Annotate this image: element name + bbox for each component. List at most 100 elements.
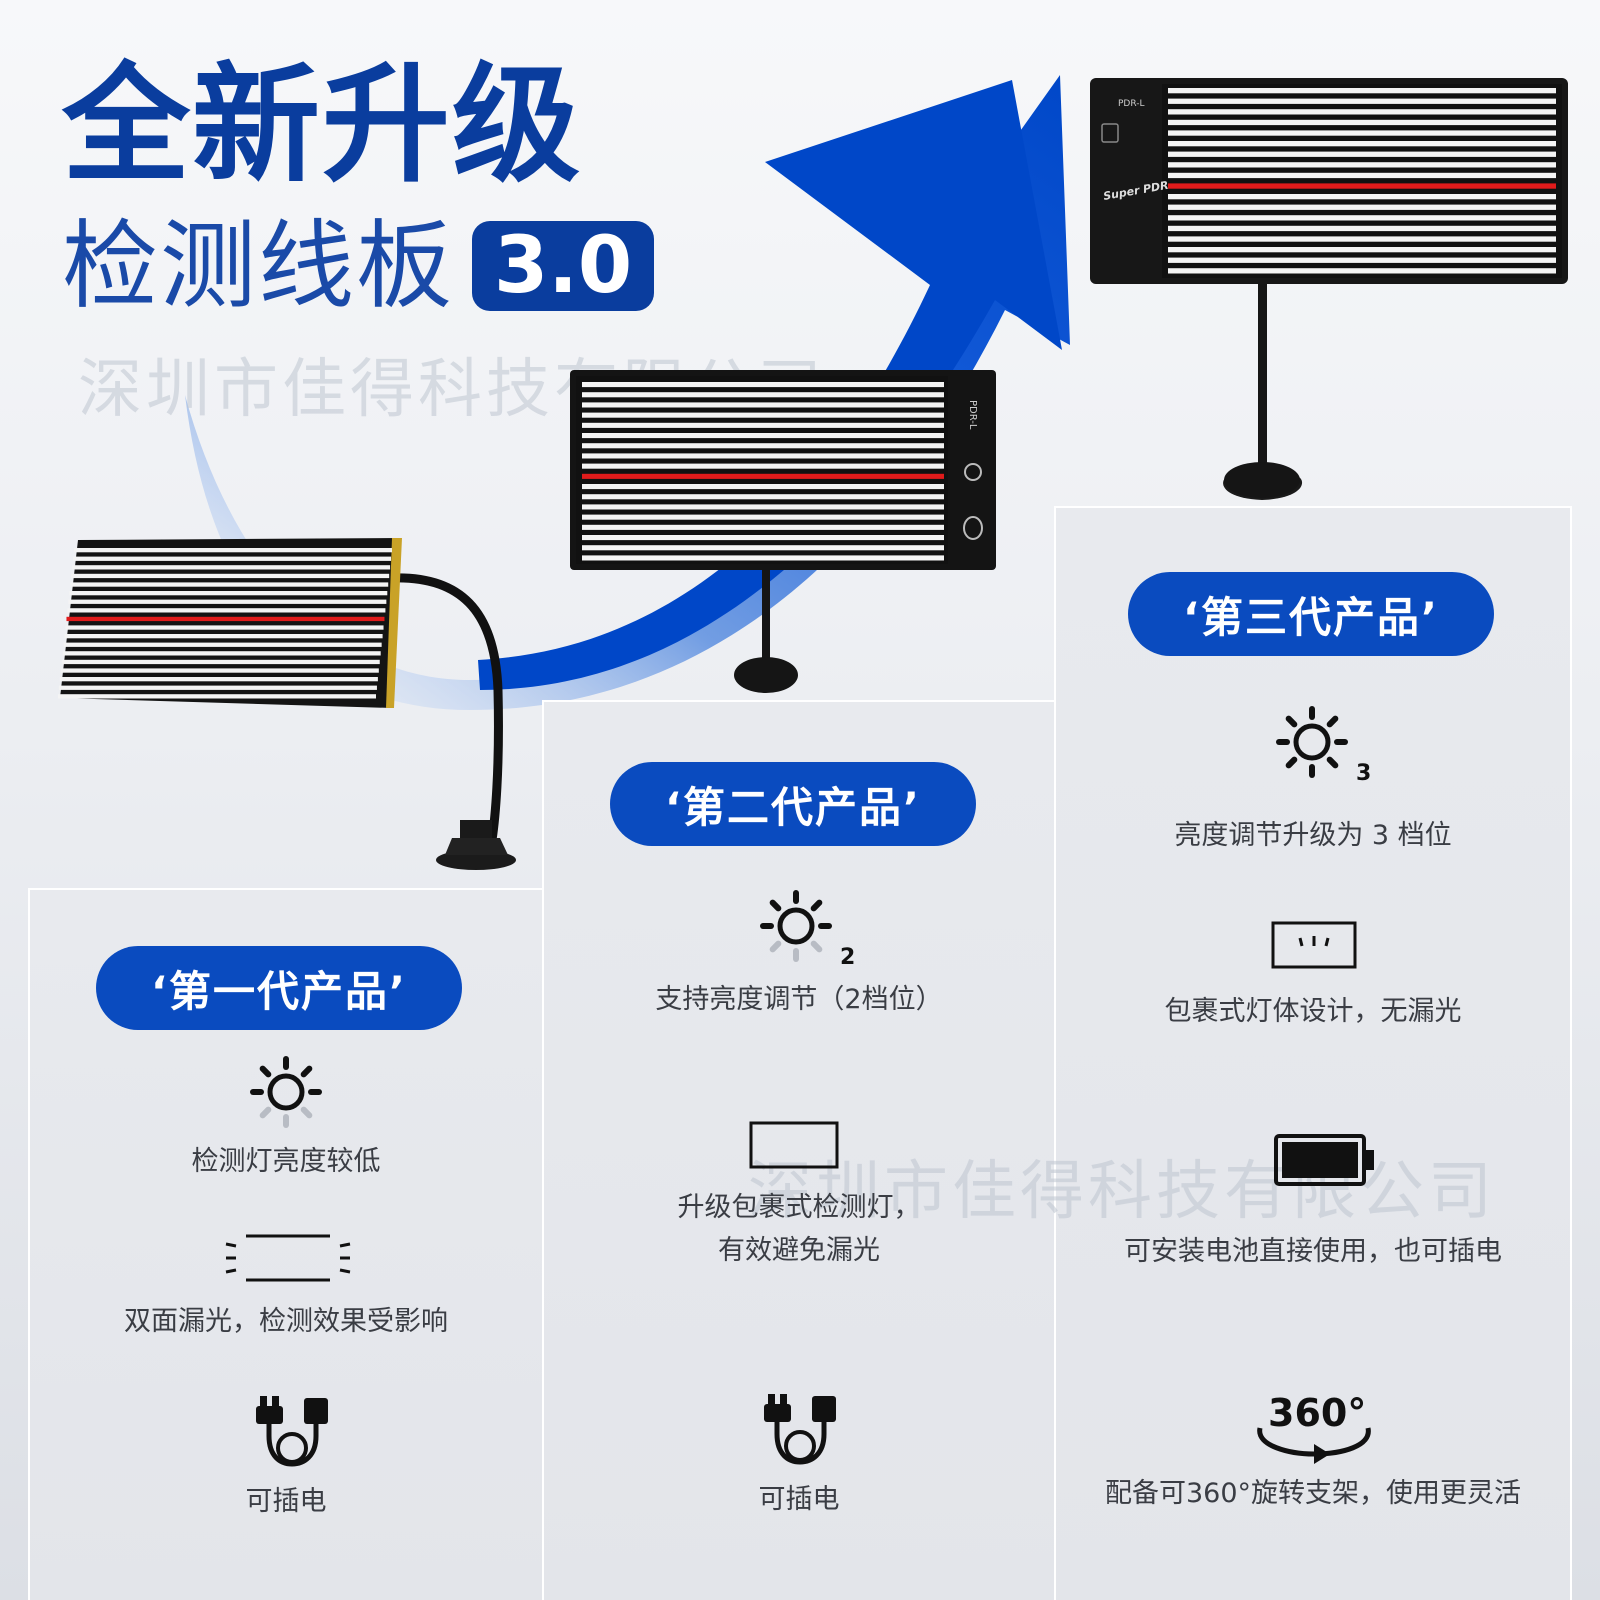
white-stripe xyxy=(1168,236,1556,242)
white-stripe xyxy=(1168,162,1556,168)
white-stripe xyxy=(60,668,379,673)
suction-base xyxy=(734,657,798,693)
white-stripe xyxy=(582,463,944,469)
feature-text: 可插电 xyxy=(758,1484,840,1515)
stand-pole xyxy=(762,570,770,660)
white-stripe xyxy=(582,453,944,459)
white-stripe xyxy=(582,392,944,398)
feature-text: 支持亮度调节（2档位） xyxy=(655,984,943,1015)
white-stripe xyxy=(64,634,383,639)
gooseneck xyxy=(389,573,503,841)
sun-icon: 3 xyxy=(1276,706,1371,784)
feature-text: 可插电 xyxy=(245,1486,327,1517)
white-stripe xyxy=(61,659,380,665)
board-frame xyxy=(60,538,400,708)
red-reference-stripe xyxy=(582,473,944,479)
brand-logo-icon xyxy=(963,516,983,540)
white-stripe xyxy=(70,582,389,587)
sun-ray xyxy=(810,940,823,953)
gen3-device-image: PDR-L Super PDR xyxy=(1090,78,1568,500)
white-stripe xyxy=(582,484,944,490)
sun-ray xyxy=(769,899,782,912)
rotate-360-icon: 360° xyxy=(1257,1391,1371,1464)
white-stripe xyxy=(582,555,944,561)
white-stripe xyxy=(582,382,944,388)
brightness-level: 3 xyxy=(1356,761,1371,784)
version-badge: 3.0 xyxy=(472,221,655,311)
battery-icon xyxy=(1274,1134,1374,1186)
white-stripe xyxy=(582,412,944,418)
white-stripe xyxy=(72,565,391,570)
sun-ray xyxy=(300,1065,313,1078)
gen2-label: ‘第二代产品’ xyxy=(610,762,976,846)
white-stripe xyxy=(582,443,944,449)
board-stripes xyxy=(1168,88,1556,274)
light-leak-icon xyxy=(225,1234,351,1282)
white-stripe xyxy=(71,573,390,579)
white-stripe xyxy=(67,608,386,613)
light-frame-icon xyxy=(749,1121,839,1169)
white-stripe xyxy=(59,677,378,682)
white-stripe xyxy=(1168,194,1556,200)
gen2-device-image: PDR-L xyxy=(570,370,996,693)
brightness-level: 2 xyxy=(840,945,855,968)
white-stripe xyxy=(1168,225,1556,232)
model-label: PDR-L xyxy=(1118,99,1145,109)
sun-icon: 2 xyxy=(760,890,855,968)
feature-text: 包裹式灯体设计，无漏光 xyxy=(1164,996,1462,1027)
stand-pole xyxy=(1258,284,1267,474)
feature-text: 双面漏光，检测效果受影响 xyxy=(124,1306,448,1337)
sun-ray xyxy=(1326,756,1339,769)
gen1-label: ‘第一代产品’ xyxy=(96,946,462,1030)
white-stripe xyxy=(74,548,392,553)
sun-core xyxy=(1293,723,1331,761)
white-stripe xyxy=(582,514,944,520)
gen3-panel xyxy=(1054,506,1572,1600)
feature-text: 升级包裹式检测灯， 有效避免漏光 xyxy=(677,1192,921,1267)
gen1-device-image xyxy=(58,538,516,870)
white-stripe xyxy=(1168,119,1556,126)
white-stripe xyxy=(1168,204,1556,210)
white-stripe xyxy=(582,494,944,500)
model-label: PDR-L xyxy=(967,400,978,430)
white-stripe xyxy=(582,402,944,408)
sun-core xyxy=(777,907,815,945)
white-stripe xyxy=(1168,141,1556,147)
feature-text: 检测灯亮度较低 xyxy=(191,1146,381,1177)
white-stripe xyxy=(1168,88,1556,94)
gen3-label: ‘第三代产品’ xyxy=(1128,572,1494,656)
sun-icon xyxy=(250,1056,322,1128)
gen2-panel xyxy=(542,700,1056,1600)
power-plug-icon xyxy=(256,1396,328,1467)
red-reference-stripe xyxy=(1168,183,1556,189)
power-button-icon xyxy=(964,463,982,481)
white-stripe xyxy=(582,504,944,510)
sun-ray xyxy=(769,940,782,953)
white-stripe xyxy=(65,625,384,630)
wrapped-light-icon xyxy=(1271,921,1357,969)
white-stripe xyxy=(582,545,944,551)
sun-ray xyxy=(1285,756,1298,769)
white-stripe xyxy=(1168,98,1556,104)
feature-text: 配备可360°旋转支架，使用更灵活 xyxy=(1104,1478,1522,1509)
board-stripes xyxy=(582,382,944,561)
sun-ray xyxy=(259,1106,272,1119)
white-stripe xyxy=(1168,257,1556,263)
sun-ray xyxy=(1326,715,1339,728)
sun-ray xyxy=(810,899,823,912)
white-stripe xyxy=(63,642,382,647)
white-stripe xyxy=(69,591,388,596)
sun-ray xyxy=(259,1065,272,1078)
white-stripe xyxy=(73,556,392,561)
subtitle: 检测线板 xyxy=(62,210,454,322)
white-stripe xyxy=(582,422,944,428)
subtitle-row: 检测线板 3.0 xyxy=(62,210,655,322)
white-stripe xyxy=(58,685,377,690)
white-stripe xyxy=(1168,268,1556,274)
white-stripe xyxy=(1168,172,1556,179)
white-stripe xyxy=(68,599,387,604)
white-stripe xyxy=(1168,130,1556,136)
white-stripe xyxy=(1168,151,1556,157)
sun-ray xyxy=(1285,715,1298,728)
